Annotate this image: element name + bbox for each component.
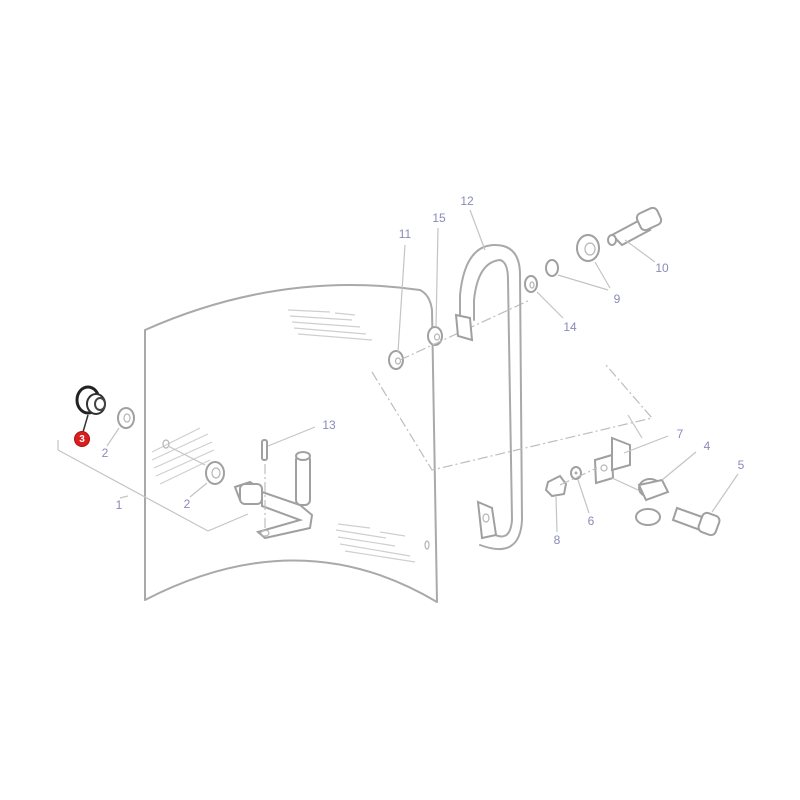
- callout-7[interactable]: 7: [676, 427, 684, 441]
- crank-assembly: [233, 451, 314, 540]
- knob-part-3: [75, 385, 106, 433]
- washer-part-15: [427, 227, 443, 346]
- handle-part-12: [454, 209, 523, 550]
- clip-part-7: [593, 414, 669, 485]
- nut-part-8: [544, 474, 568, 533]
- callout-2a[interactable]: 2: [101, 446, 109, 460]
- callout-12[interactable]: 12: [460, 194, 474, 208]
- leader-part-1: [57, 440, 249, 532]
- callout-11[interactable]: 11: [398, 227, 412, 241]
- callout-2b[interactable]: 2: [183, 497, 191, 511]
- callout-4[interactable]: 4: [703, 439, 711, 453]
- callout-13[interactable]: 13: [322, 418, 336, 432]
- pin-part-13: [261, 426, 316, 461]
- callout-1[interactable]: 1: [115, 498, 123, 512]
- callout-15[interactable]: 15: [432, 211, 446, 225]
- callout-8[interactable]: 8: [553, 533, 561, 547]
- callout-9[interactable]: 9: [613, 292, 621, 306]
- callout-5[interactable]: 5: [737, 458, 745, 472]
- washer-part-11: [388, 244, 406, 370]
- callout-6[interactable]: 6: [587, 514, 595, 528]
- callout-10[interactable]: 10: [655, 261, 669, 275]
- washer-part-2b: [167, 445, 225, 498]
- callout-14[interactable]: 14: [563, 320, 577, 334]
- washer-part-2a: [106, 407, 135, 447]
- bolt-part-10: [607, 206, 663, 263]
- washer-part-9: [545, 234, 611, 291]
- curved-panel-part-1: [144, 284, 438, 603]
- washer-part-6: [570, 466, 590, 514]
- bolt-part-5: [671, 473, 739, 537]
- sleeve-part-4: [611, 451, 697, 526]
- washer-part-14: [524, 275, 564, 319]
- callout-3-highlighted[interactable]: 3: [75, 432, 89, 446]
